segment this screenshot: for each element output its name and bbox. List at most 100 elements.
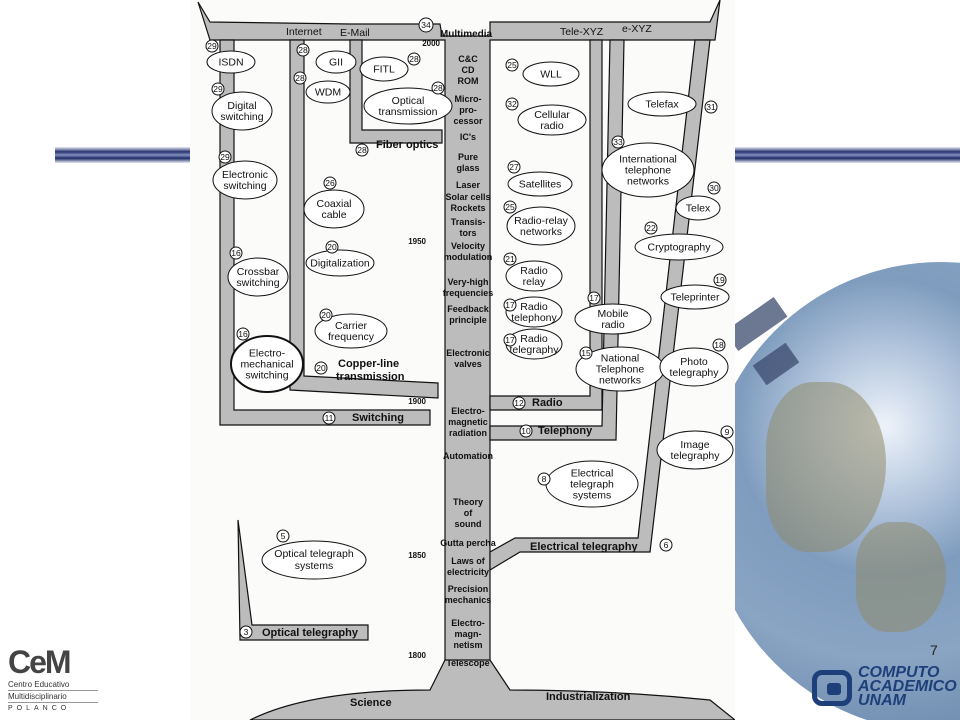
node-number: 9 [725,427,730,437]
top-labels: Internet E-Mail Multimedia 34 Tele-XYZ e… [286,17,652,40]
svg-text:11: 11 [325,413,334,423]
node-label: Digitalization [310,258,370,270]
branch-fiber-optics: Fiber optics [376,139,438,151]
branch-labels: Fiber optics 28 Copper-line transmission… [239,139,673,709]
node-label: Crossbar [237,266,280,278]
trunk-label: Gutta percha [440,538,497,548]
branch-electrical-telegraphy: Electrical telegraphy [530,541,638,553]
node-label: telegraphy [509,344,559,356]
node-label: frequency [328,331,375,343]
year-2000: 2000 [422,39,440,48]
node-label: Electronic [222,169,268,181]
trunk-label: Telescope [446,658,489,668]
trunk-label: Pure [458,152,478,162]
node-number: 25 [505,202,515,212]
computo-logo-text: COMPUTO ACADEMICO UNAM [858,664,957,709]
label-internet: Internet [286,26,322,38]
node-label: FITL [373,64,395,76]
fiber-branch-shape [349,39,443,144]
trunk-label: Electro- [451,406,485,416]
node-label: Radio [520,333,548,345]
trunk-label: CD [462,65,475,75]
trunk-label: Velocity [451,241,485,251]
branch-telephony: Telephony [538,425,593,437]
node-number: 22 [646,223,656,233]
trunk-label: cessor [453,116,483,126]
trunk-label: Feedback [447,304,490,314]
node-number: 20 [327,242,337,252]
tree-svg: C&CCDROMMicro-pro-cessorIC'sPureglassLas… [197,0,736,720]
root-industrialization: Industrialization [546,691,631,703]
earth-globe-image [706,262,960,720]
trunk-label: Micro- [455,94,482,104]
node-number: 5 [281,531,286,541]
trunk-label: ROM [458,76,479,86]
node-number: 17 [589,293,599,303]
branch-radio: Radio [532,397,563,409]
node-number: 33 [613,137,623,147]
right-node-node: WLL 25 [505,58,580,87]
mid-left-node-node: Digitalization 20 [305,240,375,277]
node-number: 29 [213,84,223,94]
year-markers: 2000 1950 1900 1850 1800 [408,39,440,660]
node-number: 8 [542,474,547,484]
svg-text:10: 10 [521,426,531,436]
node-label: switching [236,277,279,289]
trunk-label: principle [449,315,487,325]
node-number: 25 [507,60,517,70]
node-label: Satellites [519,179,562,191]
copper-branch-shape [289,39,439,399]
trunk-label: radiation [449,428,487,438]
node-label: Carrier [335,320,368,332]
node-label: Coaxial [316,198,351,210]
trunk-label: sound [455,519,482,529]
node-number: 30 [709,183,719,193]
node-label: telephony [511,312,557,324]
node-label: relay [523,276,547,288]
cem-logo: CeM Centro Educativo Multidisciplinario … [8,645,98,714]
trunk-labels: C&CCDROMMicro-pro-cessorIC'sPureglassLas… [440,54,497,668]
branch-switching: Switching [352,412,404,424]
trunk-label: mechanics [445,595,492,605]
node-label: systems [573,490,612,502]
year-1800: 1800 [408,651,426,660]
node-label: networks [520,226,562,238]
node-number: 16 [238,329,248,339]
node-label: telegraphy [669,367,719,379]
node-label: switching [220,111,263,123]
node-label: National [601,353,640,365]
cem-logo-mark: CeM [8,644,72,680]
title-bar-left [55,147,195,163]
node-label: WLL [540,69,562,81]
computo-academico-logo: COMPUTO ACADEMICO UNAM [812,664,957,714]
node-label: WDM [315,87,341,99]
node-number: 26 [325,178,335,188]
node-label: networks [599,375,641,387]
trunk-label: pro- [459,105,477,115]
trunk-label: valves [454,359,482,369]
node-number: 29 [220,152,230,162]
node-label: Electrical [571,468,614,480]
node-label: Optical telegraph [274,548,354,560]
page-number: 7 [930,642,938,658]
node-label: radio [601,319,625,331]
trunk-label: Solar cells [445,192,490,202]
node-label: Cellular [534,109,570,121]
trunk-label: Transis- [451,217,486,227]
trunk-label: glass [456,163,479,173]
trunk-label: Electro- [451,618,485,628]
node-label: Photo [680,356,708,368]
